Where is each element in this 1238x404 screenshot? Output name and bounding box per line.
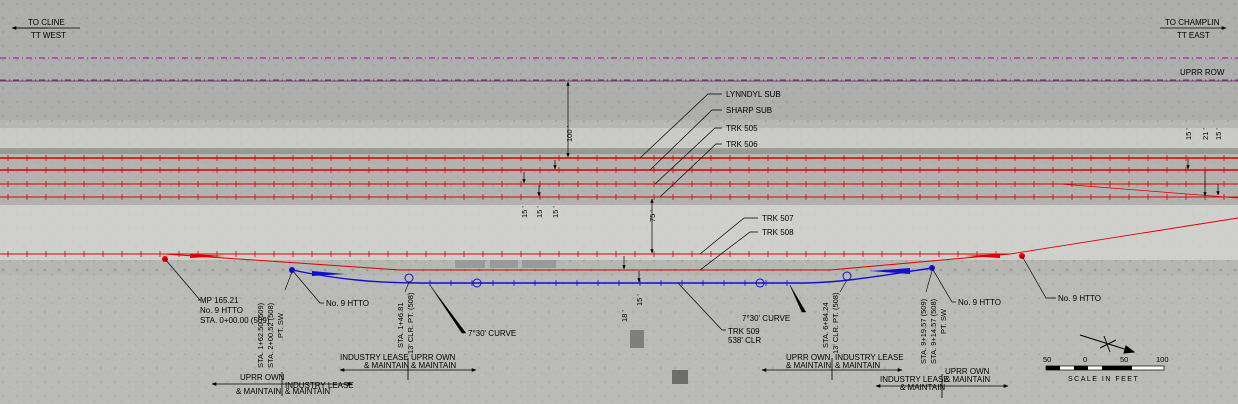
east-header-line2: TT EAST [1177, 31, 1210, 40]
curve-leaders [429, 284, 806, 334]
station-3-line1: STA. 6+84.24 [821, 302, 830, 348]
west-header-line2: TT WEST [31, 31, 66, 40]
structure-4 [630, 330, 644, 348]
callout-trk-508: TRK 508 [762, 228, 794, 237]
callout-sharp-sub: SHARP SUB [726, 106, 772, 115]
structure-2 [490, 260, 518, 268]
dim-100: 100 ' [565, 125, 574, 142]
structure-1 [455, 260, 485, 268]
track-505-diverge [1059, 183, 1238, 199]
track-ties [7, 155, 1225, 257]
callout-lyndyl-sub: LYNNDYL SUB [726, 90, 781, 99]
structure-3 [522, 260, 556, 268]
dim-15-d: 15 ' [635, 294, 644, 306]
switch-point-left [312, 271, 345, 276]
dim-15-right-1: 15 ' [1184, 128, 1193, 140]
station-leaders [284, 270, 933, 293]
track-callouts [639, 93, 758, 331]
terrain-bottom [0, 275, 1238, 404]
switch-point-508-left [190, 254, 225, 258]
lease-d-left: INDUSTRY LEASE [880, 375, 949, 384]
mp-label-line3: STA. 0+00.00 (509) [200, 316, 270, 325]
dim-75: 75 ' [648, 210, 657, 222]
callout-trk-509-line1: TRK 509 [728, 327, 760, 336]
west-header: TO CLINE TT WEST [11, 18, 80, 40]
dim-18: 18 ' [620, 310, 629, 322]
mp-label-line1: MP 165.21 [200, 296, 239, 305]
dim-21-right: 21 ' [1201, 128, 1210, 140]
curve-right-label: 7°30' CURVE [742, 314, 790, 323]
callout-trk-505: TRK 505 [726, 124, 758, 133]
curve-left-label: 7°30' CURVE [468, 329, 516, 338]
switch-point-right [870, 268, 910, 274]
lease-a-right2: & MAINTAIN [285, 387, 330, 396]
railcar-string [0, 148, 1238, 154]
existing-tracks [0, 155, 1238, 271]
dim-15-right-2: 15 ' [1214, 128, 1223, 140]
lease-c-right2: & MAINTAIN [835, 361, 880, 370]
lease-c-left: UPRR OWN [786, 353, 831, 362]
station-1-line3: PT. SW [276, 312, 285, 338]
dim-15-c: 15 ' [551, 206, 560, 218]
lease-d-right2: & MAINTAIN [945, 375, 990, 384]
station-3-line2: 13' CLR. PT. (508) [831, 292, 840, 354]
lease-d-left2: & MAINTAIN [900, 383, 945, 392]
structure-5 [672, 370, 688, 384]
callout-trk-509-line2: 538' CLR [728, 336, 761, 345]
lease-b-right2: & MAINTAIN [411, 361, 456, 370]
lease-b-right: UPRR OWN [411, 353, 456, 362]
scale-tick-0: 0 [1083, 355, 1087, 364]
east-header: TO CHAMPLIN TT EAST [1160, 18, 1227, 40]
curve-point-2 [755, 278, 765, 288]
mp-label-line2: No. 9 HTTO [200, 306, 243, 315]
dimension-lines [522, 81, 1220, 283]
station-4-line3: PT. SW [939, 308, 948, 334]
proposed-track-509 [289, 265, 935, 288]
curve-point-1 [472, 278, 482, 288]
station-4-line1: STA. 9+19.57 (509) [919, 298, 928, 364]
lease-d-right: UPRR OWN [945, 367, 990, 376]
htto-right-label: No. 9 HTTO [958, 298, 1001, 307]
station-2-line2: 13' CLR. PT. (508) [406, 292, 415, 354]
west-header-line1: TO CLINE [28, 18, 65, 27]
station-4-line2: STA. 9+14.57 (508) [929, 298, 938, 364]
htto-leaders [164, 255, 1056, 304]
yard-pad [0, 205, 1238, 260]
track-507-lead [1009, 217, 1238, 255]
dim-15-b: 15 ' [535, 206, 544, 218]
station-1-line2: STA. 2+00.52 (508) [266, 302, 275, 368]
lease-b-left2: & MAINTAIN [364, 361, 409, 370]
track-509-ties [429, 280, 788, 286]
north-arrow-icon [1079, 334, 1136, 354]
lease-a-left2: & MAINTAIN [236, 387, 281, 396]
lease-c-right: INDUSTRY LEASE [835, 353, 904, 362]
lease-b-left: INDUSTRY LEASE [340, 353, 409, 362]
callout-trk-507: TRK 507 [762, 214, 794, 223]
east-header-line1: TO CHAMPLIN [1165, 18, 1220, 27]
station-2-line1: STA. 1+46.81 [396, 302, 405, 348]
callout-trk-506: TRK 506 [726, 140, 758, 149]
lease-arrows [211, 358, 1009, 398]
htto-far-right-label: No. 9 HTTO [1058, 294, 1101, 303]
track-509-line [291, 267, 933, 284]
htto-left-label: No. 9 HTTO [326, 299, 369, 308]
scale-caption: SCALE IN FEET [1068, 376, 1139, 383]
switch-point-507-right [965, 254, 1000, 258]
scale-tick-100: 100 [1156, 355, 1169, 364]
lease-a-left: UPRR OWN [240, 373, 285, 382]
terrain-top [0, 0, 1238, 120]
scale-tick-50-left: 50 [1043, 355, 1051, 364]
lease-c-left2: & MAINTAIN [786, 361, 831, 370]
dim-15-a: 15 ' [520, 206, 529, 218]
row-label: UPRR ROW [1180, 68, 1225, 77]
station-1-line1: STA. 1+62.50 (509) [256, 302, 265, 368]
rail-ballast [0, 150, 1238, 205]
scale-bar: 50 0 50 100 SCALE IN FEET [1043, 355, 1169, 383]
lease-a-right: INDUSTRY LEASE [285, 381, 354, 390]
scale-tick-50: 50 [1120, 355, 1128, 364]
track-508 [164, 253, 1011, 271]
